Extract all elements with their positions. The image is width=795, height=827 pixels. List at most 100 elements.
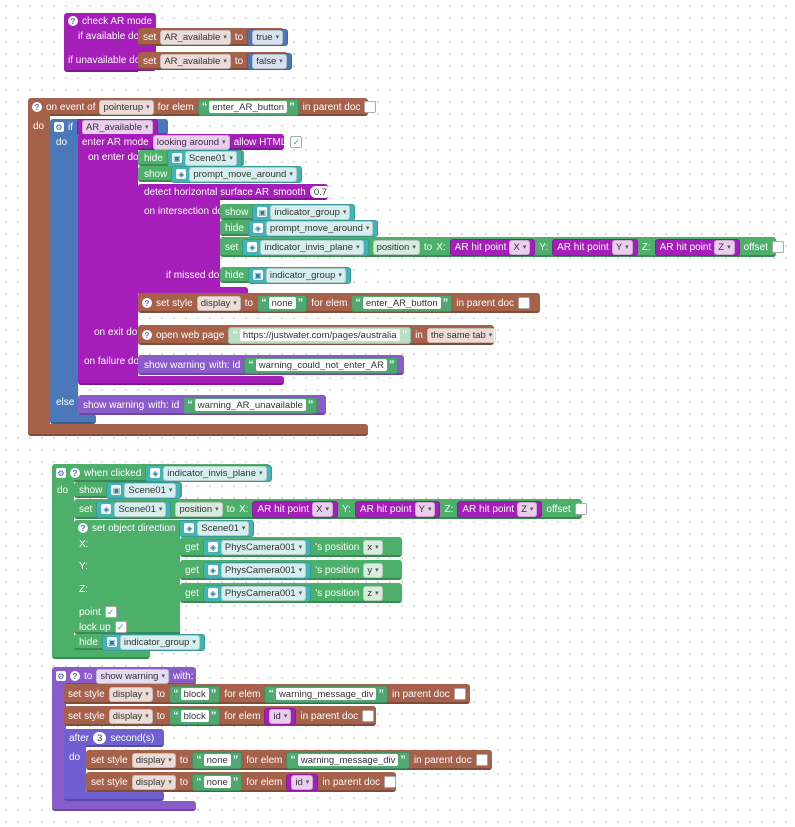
gear-icon[interactable]: ⚙ [56, 671, 66, 681]
axis-x-dropdown[interactable]: x [363, 539, 383, 555]
in-parent-checkbox[interactable] [364, 101, 377, 113]
indicator-object[interactable]: ▣indicator_group [247, 266, 351, 284]
style-prop-dropdown[interactable]: display [131, 774, 176, 790]
in-parent-checkbox[interactable] [453, 688, 466, 700]
hit-z-dropdown[interactable]: Z [714, 239, 735, 255]
indicator-object[interactable]: ▣indicator_group [252, 203, 356, 221]
function-name[interactable]: show warning [96, 668, 169, 684]
id-var[interactable]: id [286, 773, 319, 791]
elem-value[interactable]: enter_AR_button [209, 101, 288, 113]
group-object[interactable]: ▣indicator_group [101, 633, 205, 651]
help-icon[interactable]: ? [78, 523, 88, 533]
block-string[interactable]: “block” [169, 685, 221, 703]
style-prop-dropdown[interactable]: display [108, 708, 153, 724]
help-icon[interactable]: ? [68, 16, 78, 26]
scene-object[interactable]: ◈Scene01 [96, 500, 172, 518]
scene-object[interactable]: ◈Scene01 [179, 519, 255, 537]
scene-dropdown[interactable]: Scene01 [124, 482, 177, 498]
elem-string[interactable]: “enter_AR_button” [351, 294, 453, 312]
cond-dropdown[interactable]: AR_available [82, 119, 153, 135]
position-dropdown[interactable]: position [372, 239, 420, 255]
plane-dropdown[interactable]: indicator_invis_plane [163, 465, 267, 481]
camera-object[interactable]: ◈PhysCamera001 [202, 561, 312, 579]
in-parent-checkbox[interactable] [384, 776, 397, 788]
indicator-dropdown[interactable]: indicator_group [265, 267, 346, 283]
url-string[interactable]: “https://justwater.com/pages/australia” [228, 326, 412, 344]
help-icon[interactable]: ? [32, 102, 42, 112]
bool-false-dropdown[interactable]: false [252, 53, 287, 69]
ar-mode-dropdown[interactable]: looking around [152, 134, 230, 150]
plane-object[interactable]: ◈indicator_invis_plane [145, 464, 272, 482]
axis-z-dropdown[interactable]: z [363, 585, 383, 601]
bool-false[interactable]: false [247, 52, 292, 70]
hit-z-dropdown[interactable]: Z [517, 501, 538, 517]
elem-value[interactable]: enter_AR_button [362, 297, 441, 309]
hit-y-dropdown[interactable]: Y [611, 239, 633, 255]
scene-dropdown[interactable]: Scene01 [184, 150, 237, 166]
lock-up-checkbox[interactable]: ✓ [114, 621, 127, 633]
plane-dropdown[interactable]: indicator_invis_plane [260, 239, 364, 255]
seconds-value[interactable]: 3 [93, 732, 107, 744]
scene-object[interactable]: ▣Scene01 [106, 481, 182, 499]
style-prop-dropdown[interactable]: display [196, 295, 241, 311]
elem-value[interactable]: warning_message_div [297, 754, 399, 766]
bool-true[interactable]: true [247, 28, 289, 46]
ar-available-var[interactable]: AR_available [77, 118, 158, 136]
warn-string[interactable]: “warning_AR_unavailable” [183, 396, 318, 414]
scene-dropdown[interactable]: Scene01 [197, 520, 250, 536]
warn-string[interactable]: “warning_could_not_enter_AR” [244, 356, 399, 374]
style-prop-dropdown[interactable]: display [108, 686, 153, 702]
point-checkbox[interactable]: ✓ [104, 606, 117, 618]
offset-checkbox[interactable] [574, 503, 587, 515]
position-dropdown[interactable]: position [175, 501, 223, 517]
gear-icon[interactable]: ⚙ [56, 468, 66, 478]
prompt-object[interactable]: ◈prompt_move_around [247, 219, 379, 237]
in-parent-checkbox[interactable] [475, 754, 488, 766]
gear-icon[interactable]: ⚙ [54, 122, 64, 132]
plane-object[interactable]: ◈indicator_invis_plane [242, 238, 369, 256]
tab-dropdown[interactable]: the same tab [426, 327, 497, 343]
prompt-dropdown[interactable]: prompt_move_around [265, 220, 374, 236]
var-dropdown[interactable]: AR_available [160, 53, 231, 69]
camera-dropdown[interactable]: PhysCamera001 [220, 585, 307, 601]
help-icon[interactable]: ? [142, 298, 152, 308]
none-string[interactable]: “none” [192, 751, 243, 769]
help-icon[interactable]: ? [70, 671, 80, 681]
none-string[interactable]: “none” [192, 773, 243, 791]
none-string[interactable]: “none” [257, 294, 308, 312]
var-dropdown[interactable]: AR_available [160, 29, 231, 45]
block-value[interactable]: block [180, 688, 209, 700]
help-icon[interactable]: ? [70, 468, 80, 478]
bool-true-dropdown[interactable]: true [252, 29, 284, 45]
group-dropdown[interactable]: indicator_group [119, 634, 200, 650]
scene-dropdown[interactable]: Scene01 [114, 501, 167, 517]
in-parent-checkbox[interactable] [518, 297, 531, 309]
warn-value[interactable]: warning_AR_unavailable [194, 399, 306, 411]
none-value[interactable]: none [203, 754, 231, 766]
block-value[interactable]: block [180, 710, 209, 722]
event-dropdown[interactable]: pointerup [99, 99, 154, 115]
in-parent-checkbox[interactable] [362, 710, 375, 722]
after-block[interactable] [64, 729, 164, 747]
help-icon[interactable]: ? [142, 330, 152, 340]
hit-y-dropdown[interactable]: Y [414, 501, 436, 517]
offset-checkbox[interactable] [771, 241, 784, 253]
elem-string[interactable]: “enter_AR_button” [197, 98, 299, 116]
scene-object[interactable]: ▣Scene01 [166, 149, 242, 167]
warn-value[interactable]: warning_could_not_enter_AR [255, 359, 387, 371]
prompt-object[interactable]: ◈prompt_move_around [171, 165, 302, 183]
id-dropdown[interactable]: id [291, 774, 314, 790]
axis-y-dropdown[interactable]: y [363, 562, 383, 578]
camera-dropdown[interactable]: PhysCamera001 [220, 539, 307, 555]
smooth-value[interactable]: 0.7 [309, 186, 332, 198]
id-var[interactable]: id [264, 707, 297, 725]
elem-string[interactable]: “warning_message_div” [286, 751, 410, 769]
indicator-dropdown[interactable]: indicator_group [270, 204, 351, 220]
elem-value[interactable]: warning_message_div [275, 688, 377, 700]
hit-x-dropdown[interactable]: X [509, 239, 531, 255]
allow-html-checkbox[interactable]: ✓ [290, 136, 303, 148]
